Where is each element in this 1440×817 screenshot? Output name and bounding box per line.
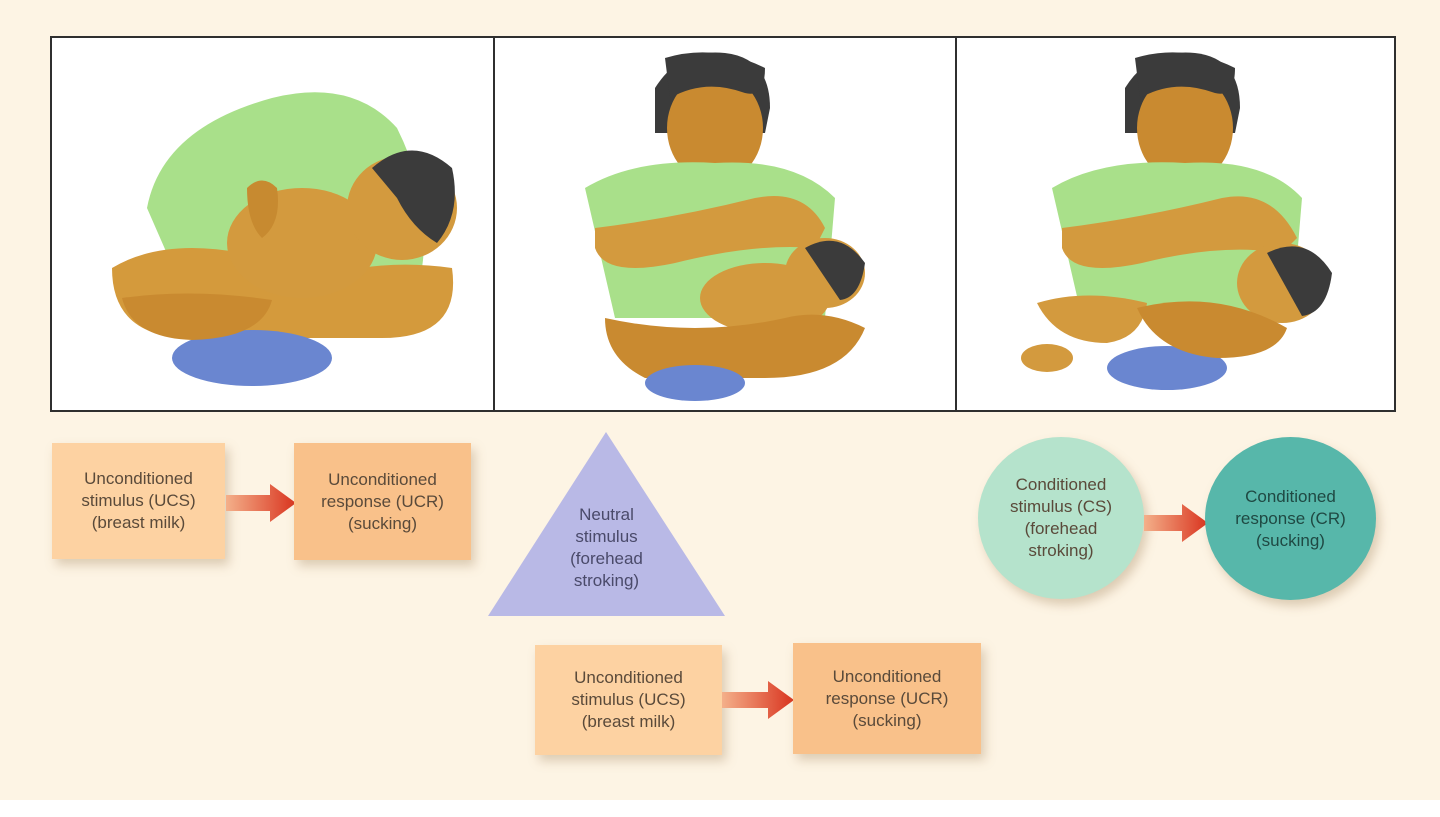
neutral-stimulus-triangle	[488, 432, 725, 616]
panel-stroking-conditioned	[955, 38, 1396, 410]
neutral-stimulus-label: Neutral stimulus (forehead stroking)	[570, 505, 643, 590]
conditioned-response-circle: Conditioned response (CR) (sucking)	[1205, 437, 1376, 600]
illustration-strip	[50, 36, 1396, 412]
conditioned-response-label: Conditioned response (CR) (sucking)	[1235, 486, 1346, 550]
stage2-ucs-box: Unconditioned stimulus (UCS) (breast mil…	[535, 645, 722, 755]
stage1-ucs-box: Unconditioned stimulus (UCS) (breast mil…	[52, 443, 225, 559]
stage2-ucs-label: Unconditioned stimulus (UCS) (breast mil…	[571, 668, 686, 731]
stage3-arrow	[1144, 504, 1208, 542]
stage2-arrow	[722, 681, 794, 719]
panel-breastfeeding	[52, 38, 493, 410]
stage2-ucr-label: Unconditioned response (UCR) (sucking)	[825, 666, 949, 730]
conditioned-stimulus-circle: Conditioned stimulus (CS) (forehead stro…	[978, 437, 1144, 599]
bottom-band	[0, 800, 1440, 817]
stroking-while-feeding-illustration	[585, 52, 865, 401]
breastfeeding-illustration	[112, 92, 457, 386]
stage1-arrow	[226, 484, 296, 522]
conditioned-stimulus-label: Conditioned stimulus (CS) (forehead stro…	[1009, 475, 1112, 560]
panel-stroking-while-feeding	[493, 38, 957, 410]
stroking-conditioned-illustration	[1021, 52, 1332, 390]
stage2-ucr-box: Unconditioned response (UCR) (sucking)	[793, 643, 981, 754]
stage1-ucr-box: Unconditioned response (UCR) (sucking)	[294, 443, 471, 560]
stage1-ucs-label: Unconditioned stimulus (UCS) (breast mil…	[81, 469, 196, 532]
stage1-ucr-label: Unconditioned response (UCR) (sucking)	[321, 469, 444, 533]
